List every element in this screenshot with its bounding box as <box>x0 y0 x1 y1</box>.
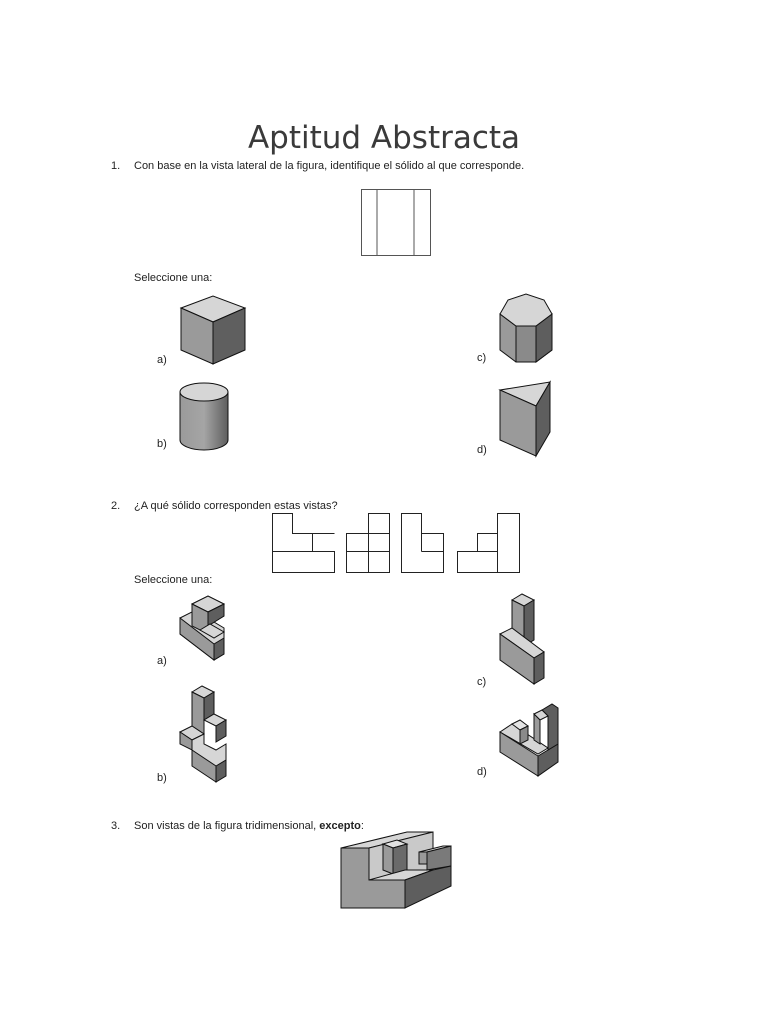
q1-option-d-triangular-prism[interactable] <box>498 380 554 458</box>
q2-option-b-label[interactable]: b) <box>157 772 167 784</box>
q3-3d-figure <box>340 831 452 909</box>
question-3-text-emphasis: excepto <box>319 820 361 832</box>
q1-side-view-figure <box>361 189 431 256</box>
question-1-number: 1. <box>111 160 121 172</box>
q1-option-a-cube[interactable] <box>179 294 247 366</box>
q2-option-c-label[interactable]: c) <box>477 676 487 688</box>
question-2-number: 2. <box>111 500 121 512</box>
q2-select-label: Seleccione una: <box>134 574 213 586</box>
q1-option-a-label[interactable]: a) <box>157 354 167 366</box>
q2-view-1 <box>272 513 335 573</box>
question-2-text: ¿A qué sólido corresponden estas vistas? <box>134 500 338 512</box>
q2-option-a-label[interactable]: a) <box>157 655 167 667</box>
q1-option-c-hex-prism[interactable] <box>498 292 554 364</box>
q2-option-d-solid[interactable] <box>498 703 562 778</box>
q2-view-2 <box>346 513 390 573</box>
q2-option-d-label[interactable]: d) <box>477 766 487 778</box>
q2-view-3 <box>401 513 444 573</box>
question-3-text-colon: : <box>360 820 364 832</box>
q1-option-b-cylinder[interactable] <box>179 382 229 452</box>
q2-view-4 <box>457 513 520 573</box>
question-1-text: Con base en la vista lateral de la figur… <box>134 160 525 172</box>
page-title: Aptitud Abstracta <box>247 120 521 156</box>
q1-select-label: Seleccione una: <box>134 272 213 284</box>
q1-option-d-label[interactable]: d) <box>477 444 487 456</box>
question-3-text-main: Son vistas de la figura tridimensional, <box>134 820 320 832</box>
q2-option-a-solid[interactable] <box>178 594 228 666</box>
q1-option-b-label[interactable]: b) <box>157 438 167 450</box>
q2-option-c-solid[interactable] <box>498 593 548 688</box>
q1-option-c-label[interactable]: c) <box>477 352 487 364</box>
q2-option-b-solid[interactable] <box>178 684 228 786</box>
question-3-number: 3. <box>111 820 121 832</box>
question-3-text: Son vistas de la figura tridimensional, … <box>134 820 364 832</box>
